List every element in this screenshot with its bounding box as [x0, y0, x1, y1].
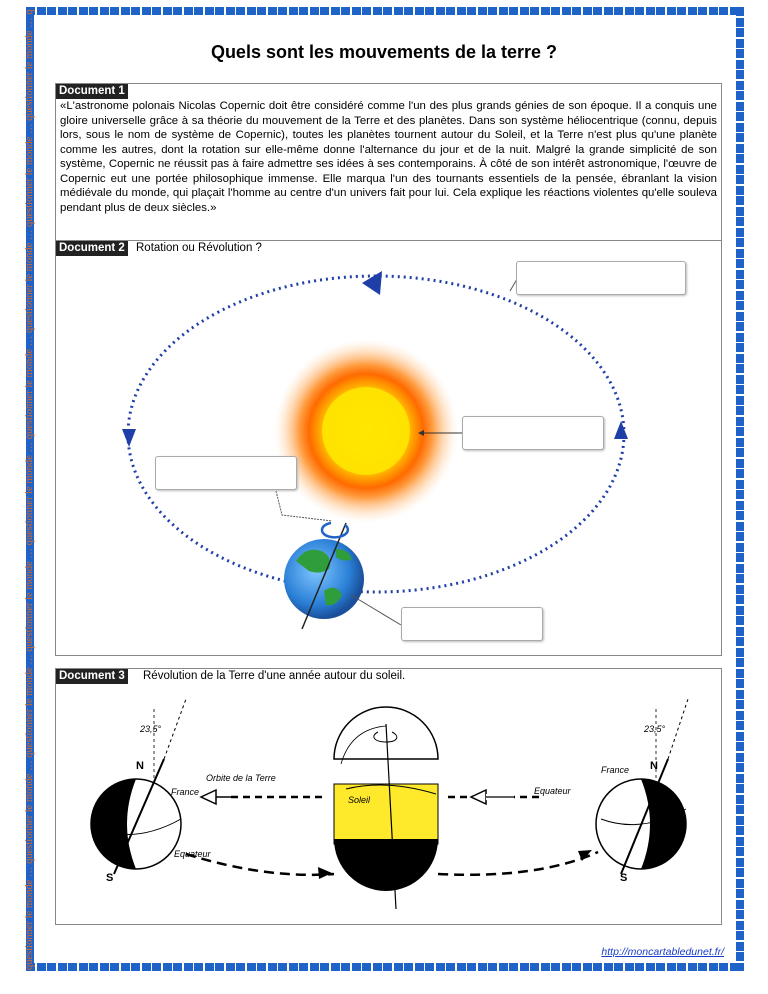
document-2: Document 2 Rotation ou Révolution ? [55, 240, 722, 656]
page-title: Quels sont les mouvements de la terre ? [210, 42, 558, 62]
orbit-path [185, 788, 599, 879]
decorative-border-top [26, 7, 744, 15]
rotation-revolution-diagram [122, 271, 628, 630]
south-right-label: S [620, 872, 627, 884]
north-right-label: N [650, 760, 658, 772]
document-1-text: «L'astronome polonais Nicolas Copernic d… [60, 100, 717, 214]
label-box-orbit[interactable] [516, 261, 686, 295]
footer-link[interactable]: http://moncartabledunet.fr/ [601, 946, 724, 958]
sun-center [333, 706, 439, 910]
document-2-label: Document 2 [56, 241, 128, 256]
france-right-label: France [601, 765, 629, 775]
document-1-label: Document 1 [56, 84, 128, 99]
decorative-border-left [26, 7, 34, 971]
south-left-label: S [106, 872, 113, 884]
orbit-arrow-top [362, 271, 382, 295]
label-box-rotation[interactable] [155, 456, 297, 490]
equator-left-label: Equateur [174, 849, 212, 859]
france-left-label: France [171, 787, 199, 797]
orbit-arrow-left [122, 429, 136, 447]
earth-left [90, 698, 187, 875]
north-left-label: N [136, 760, 144, 772]
earth-axis [301, 522, 347, 630]
document-3-label: Document 3 [56, 669, 128, 684]
orbit-label: Orbite de la Terre [206, 773, 276, 783]
orbit-arrow-right [614, 421, 628, 439]
document-1: Document 1 «L'astronome polonais Nicolas… [55, 83, 722, 249]
label-box-earth[interactable] [401, 607, 543, 641]
decorative-border-right [736, 7, 744, 971]
decorative-border-bottom [26, 963, 744, 971]
revolution-diagram: 23,5° 23,5° Orbite de la Terre France Fr… [90, 698, 689, 910]
label-box-sun[interactable] [462, 416, 604, 450]
angle-left-label: 23,5° [139, 724, 162, 734]
rotation-arrow [320, 521, 350, 539]
sun-label: Soleil [348, 795, 371, 805]
angle-right-label: 23,5° [643, 724, 666, 734]
earth-right [595, 698, 689, 875]
side-banner-text: questionner le monde … questionner le mo… [24, 10, 35, 970]
document-3: Document 3 Révolution de la Terre d'une … [55, 668, 722, 925]
document-2-caption: Rotation ou Révolution ? [136, 242, 262, 254]
document-3-caption: Révolution de la Terre d'une année autou… [143, 670, 406, 682]
equator-right-label: Equateur [534, 786, 572, 796]
earth [284, 539, 364, 619]
